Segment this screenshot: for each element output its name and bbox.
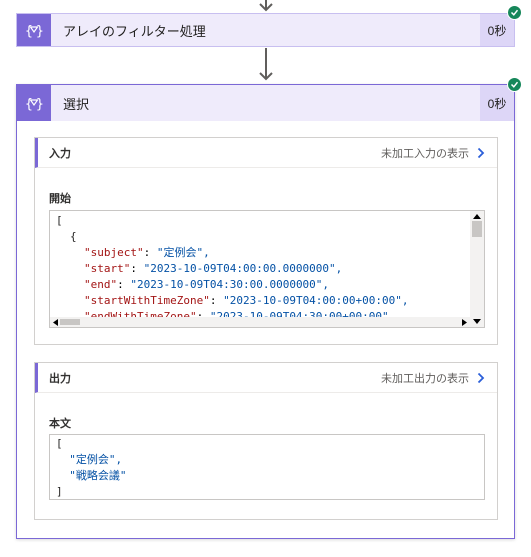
flow-arrow-top [259,0,273,12]
select-action-header[interactable]: { } 選択 0秒 [17,85,514,121]
flow-arrow-middle [259,48,273,81]
code-line: { [70,230,77,243]
code-line: "end": "2023-10-09T04:30:00.0000000", [84,278,330,291]
code-line: "戦略会議" [56,469,127,482]
body-field-label: 本文 [49,418,71,430]
outputs-section: 出力 未加工出力の表示 本文 [ "定例会", "戦略会議"] [34,362,498,520]
card-title: アレイのフィルター処理 [63,23,206,39]
success-check-icon [507,77,522,92]
filter-array-action-card[interactable]: { } アレイのフィルター処理 0秒 [16,13,515,47]
input-json-viewer[interactable]: [ { "subject": "定例会", "start": "2023-10-09T… [49,210,485,328]
chevron-right-icon [477,372,485,384]
code-line: [ [56,437,63,450]
card-title: 選択 [63,96,90,112]
inputs-label: 入力 [49,148,71,160]
data-operation-icon: { } [17,14,51,46]
output-json-viewer[interactable]: [ "定例会", "戦略会議"] [49,434,485,500]
vertical-scrollbar[interactable] [470,211,484,327]
svg-text:}: } [36,24,44,38]
show-raw-outputs-label: 未加工出力の表示 [381,373,469,385]
svg-text:{: { [25,97,33,111]
code-line: [ [56,214,63,227]
outputs-section-header: 出力 未加工出力の表示 [35,363,497,393]
code-line: "startWithTimeZone": "2023-10-09T04:00:0… [84,294,409,307]
code-line: "定例会", [56,453,123,466]
show-raw-inputs-label: 未加工入力の表示 [381,148,469,160]
scroll-left-icon[interactable] [52,319,58,326]
svg-text:{: { [25,24,33,38]
scroll-thumb[interactable] [472,221,482,237]
scroll-down-icon[interactable] [473,319,481,325]
inputs-section-header: 入力 未加工入力の表示 [35,138,497,168]
code-line: "start": "2023-10-09T04:00:00.0000000", [84,262,343,275]
hscroll-thumb[interactable] [60,319,80,325]
outputs-label: 出力 [49,373,71,385]
start-field-label: 開始 [49,193,71,205]
svg-text:}: } [36,97,44,111]
select-action-card: { } 選択 0秒 入力 未加工入力の表示 開始 [ { "subject": "定… [16,84,515,539]
success-check-icon [507,5,522,20]
scroll-right-icon[interactable] [462,319,468,326]
horizontal-scrollbar[interactable] [50,317,470,327]
inputs-section: 入力 未加工入力の表示 開始 [ { "subject": "定例会", "start… [34,137,498,345]
show-raw-inputs-link[interactable]: 未加工入力の表示 [381,138,485,168]
data-operation-icon: { } [17,85,51,121]
scroll-up-icon[interactable] [473,213,481,219]
chevron-right-icon [477,147,485,159]
show-raw-outputs-link[interactable]: 未加工出力の表示 [381,363,485,393]
duration-badge: 0秒 [480,85,514,121]
code-line: "subject": "定例会", [84,246,210,259]
code-line: ] [56,485,63,498]
duration-badge: 0秒 [480,14,514,46]
